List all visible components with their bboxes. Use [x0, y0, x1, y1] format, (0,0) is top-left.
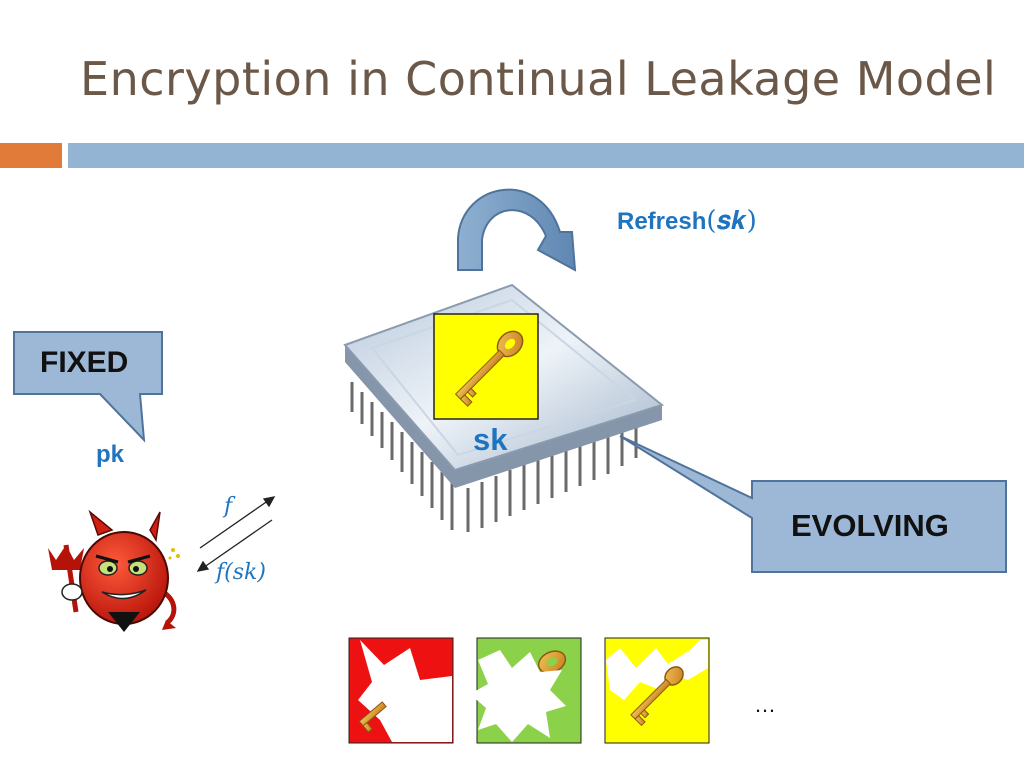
ellipsis-label: … — [754, 692, 776, 717]
sk-label: sk — [473, 422, 508, 457]
broken-key-card-icon — [348, 637, 710, 744]
header-bar-blue — [68, 143, 1024, 168]
header-bar-orange — [0, 143, 62, 168]
leak-arrows-icon — [196, 496, 276, 572]
refresh-argument: (𝒔𝒌) — [706, 206, 757, 236]
key-icon — [433, 313, 539, 420]
refresh-label: Refresh(𝒔𝒌) — [617, 206, 757, 237]
fixed-label: FIXED — [40, 346, 129, 379]
devil-icon — [48, 509, 180, 632]
evolving-callout — [619, 435, 1007, 573]
refresh-word: Refresh — [617, 208, 707, 235]
f-label: f — [224, 494, 233, 519]
fixed-callout — [13, 331, 163, 443]
pk-label: pk — [96, 441, 125, 468]
slide-title: Encryption in Continual Leakage Model — [80, 52, 997, 106]
f-sk-label: f(sk) — [216, 560, 266, 585]
evolving-label: EVOLVING — [791, 508, 949, 543]
curved-arrow-icon — [457, 188, 577, 272]
